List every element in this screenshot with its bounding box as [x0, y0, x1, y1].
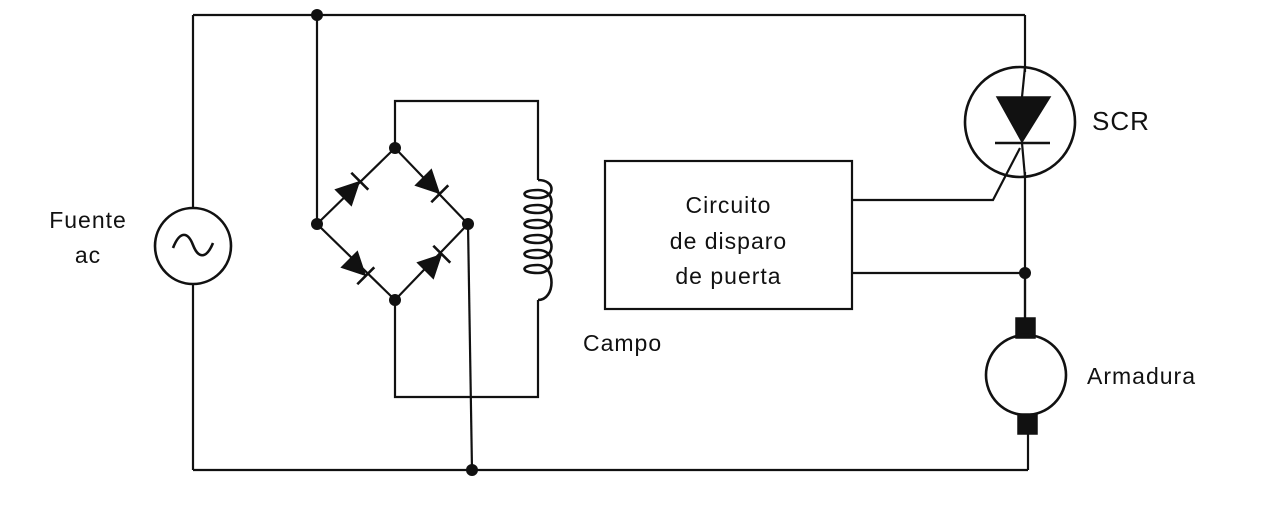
diode-bridge — [316, 146, 470, 302]
armature-bottom-brush — [1017, 413, 1038, 435]
junction-dot — [462, 218, 474, 230]
ac-source-circle — [153, 206, 233, 286]
main-wiring — [191, 13, 1030, 472]
bridge-diamond — [316, 146, 470, 302]
diode-lower-right — [416, 244, 452, 280]
field-coil — [523, 178, 553, 302]
diode-upper-left — [334, 171, 370, 207]
scr-internal-cathode — [1020, 142, 1027, 178]
gate-circuit-box — [603, 159, 854, 311]
junction-dot — [1019, 267, 1031, 279]
junction-dot — [389, 294, 401, 306]
armature-symbol — [984, 273, 1068, 435]
armature-label: Armadura — [1087, 363, 1196, 389]
sine-wave-icon — [171, 233, 215, 257]
diode-lower-left — [340, 250, 376, 286]
gate-label-line1: Circuito — [685, 192, 772, 218]
gate-label-line2: de disparo — [669, 227, 788, 254]
scr-label: SCR — [1092, 106, 1150, 136]
source-label: Fuente ac — [36, 206, 140, 270]
scr-internal-anode — [1020, 66, 1027, 98]
scr-circle — [963, 65, 1077, 179]
field-top-wire — [393, 99, 540, 180]
coil-winding-icon — [523, 178, 553, 302]
gate-label-line3: de puerta — [675, 263, 782, 290]
bridge-return-wire — [466, 223, 474, 471]
source-label-line1: Fuente — [49, 207, 127, 233]
armature-top-brush — [1015, 317, 1036, 339]
source-label-line2: ac — [74, 241, 102, 268]
gate-circuit-label: Circuito de disparo de puerta — [605, 188, 852, 295]
junction-dot — [311, 218, 323, 230]
junction-dot — [389, 142, 401, 154]
scr-symbol — [963, 65, 1077, 179]
field-label: Campo — [583, 330, 663, 356]
field-bottom-wire — [393, 300, 540, 399]
scr-triangle-icon — [995, 96, 1052, 144]
junction-dot — [466, 464, 478, 476]
junctions — [311, 9, 1031, 476]
diode-upper-right — [414, 168, 450, 204]
gate-drive-wire — [852, 147, 1021, 202]
junction-dot — [311, 9, 323, 21]
armature-circle — [984, 333, 1068, 417]
ac-source — [153, 206, 233, 286]
